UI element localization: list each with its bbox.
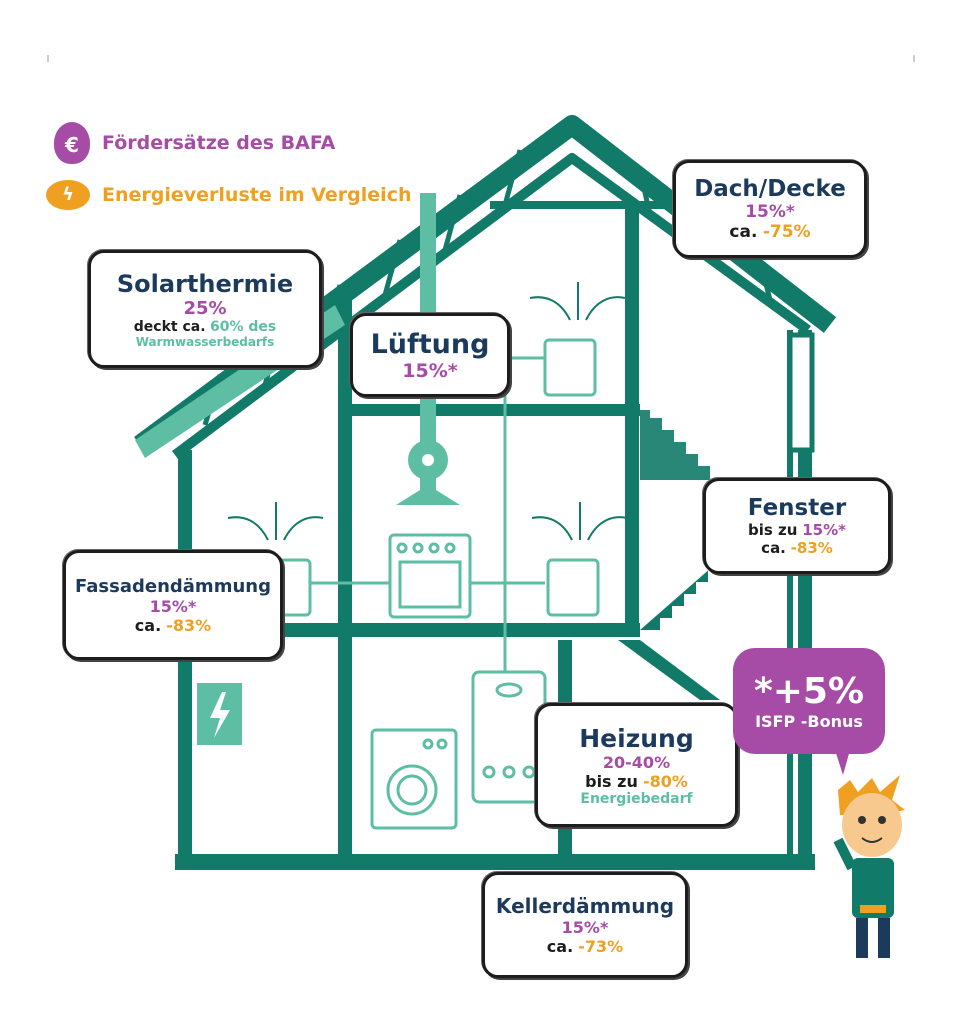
staircase bbox=[618, 410, 720, 700]
window bbox=[787, 332, 815, 453]
box-fassade-title: Fassadendämmung bbox=[75, 575, 271, 597]
box-fassade-loss: -83% bbox=[166, 615, 212, 635]
box-fenster: Fenster bis zu 15%* ca. -83% bbox=[703, 478, 891, 574]
box-solar-line-b: 60% des bbox=[209, 318, 277, 335]
heating-pipes bbox=[310, 356, 545, 672]
box-lueftung: Lüftung 15%* bbox=[350, 313, 510, 397]
box-keller-title: Kellerdämmung bbox=[495, 894, 675, 918]
box-solar-title: Solarthermie bbox=[116, 269, 294, 298]
box-heizung: Heizung 20-40% bis zu -80% Energiebedarf bbox=[535, 703, 738, 827]
box-fenster-loss: -83% bbox=[790, 539, 833, 557]
box-keller-rate: 15%* bbox=[561, 918, 609, 937]
box-fenster-rate-prefix: bis zu bbox=[748, 521, 798, 539]
box-solar-line-c: Warmwasserbedarfs bbox=[135, 334, 275, 349]
box-dach-rate: 15%* bbox=[745, 202, 795, 222]
air-flow-arrows bbox=[227, 282, 628, 541]
box-heizung-note: Energiebedarf bbox=[580, 790, 693, 807]
bonus-label: ISFP -Bonus bbox=[755, 711, 863, 731]
box-dach: Dach/Decke 15%* ca. -75% bbox=[673, 160, 867, 258]
box-lueftung-title: Lüftung bbox=[370, 328, 490, 360]
box-keller: Kellerdämmung 15%* ca. -73% bbox=[482, 872, 688, 978]
box-dach-prefix: ca. bbox=[729, 222, 758, 242]
money-bag-euro-icon: € bbox=[54, 122, 90, 164]
bonus-bubble-tail bbox=[835, 750, 850, 775]
power-panel bbox=[197, 683, 242, 745]
oven bbox=[388, 533, 472, 619]
box-heizung-title: Heizung bbox=[579, 723, 694, 753]
box-solar-line-a: deckt ca. bbox=[133, 318, 206, 335]
box-heizung-loss: -80% bbox=[642, 771, 688, 791]
character-illustration bbox=[833, 775, 905, 958]
box-lueftung-rate: 15%* bbox=[402, 359, 458, 382]
box-heizung-prefix: bis zu bbox=[585, 771, 638, 791]
legend-bafa-label: Fördersätze des BAFA bbox=[102, 132, 336, 154]
box-fassade: Fassadendämmung 15%* ca. -83% bbox=[63, 550, 283, 660]
box-fassade-prefix: ca. bbox=[134, 615, 162, 635]
box-fenster-prefix: ca. bbox=[761, 539, 786, 557]
washing-machine bbox=[370, 728, 458, 830]
bonus-bubble: *+5% ISFP -Bonus bbox=[733, 648, 885, 754]
radiators bbox=[278, 338, 600, 617]
box-solar-rate: 25% bbox=[183, 297, 227, 319]
box-dach-title: Dach/Decke bbox=[694, 176, 846, 202]
box-solar: Solarthermie 25% deckt ca. 60% des Warmw… bbox=[88, 250, 322, 368]
box-fenster-rate: 15%* bbox=[802, 521, 846, 539]
bonus-value: *+5% bbox=[753, 670, 865, 712]
box-fenster-title: Fenster bbox=[747, 495, 847, 521]
box-heizung-rate: 20-40% bbox=[602, 752, 671, 772]
legend-energy: ϟ Energieverluste im Vergleich bbox=[46, 180, 411, 210]
legend-energy-label: Energieverluste im Vergleich bbox=[102, 184, 412, 206]
box-fassade-rate: 15%* bbox=[149, 596, 197, 616]
legend-bafa: € Fördersätze des BAFA bbox=[54, 122, 335, 164]
box-keller-loss: -73% bbox=[578, 937, 624, 956]
box-dach-loss: -75% bbox=[762, 222, 811, 242]
box-keller-prefix: ca. bbox=[546, 937, 574, 956]
piggy-bank-lightning-icon: ϟ bbox=[46, 180, 90, 210]
